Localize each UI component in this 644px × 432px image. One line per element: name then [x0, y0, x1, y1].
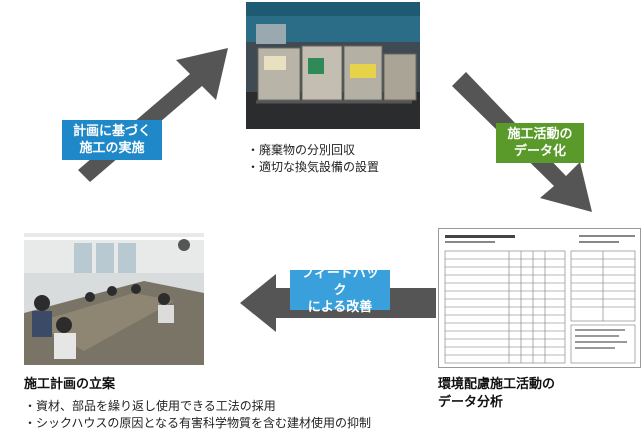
label-data-line1: 施工活動の [507, 127, 573, 142]
right-heading: 環境配慮施工活動の データ分析 [438, 376, 555, 412]
top-bullet-1: ・廃棄物の分別回収 [247, 143, 356, 157]
label-execute-to-data: 施工活動の データ化 [496, 123, 584, 163]
label-feedback: フィードバック による改善 [290, 266, 390, 315]
left-bullets: ・資材、部品を繰り返し使用できる工法の採用 ・シックハウスの原因となる有害科学物… [24, 398, 371, 432]
label-plan-line2: 施工の実施 [79, 141, 145, 156]
arrow-plan-to-execute [78, 48, 228, 182]
left-bullet-2: ・シックハウスの原因となる有害科学物質を含む建材使用の抑制 [24, 416, 372, 430]
top-bullet-2: ・適切な換気設備の設置 [247, 160, 380, 174]
left-heading: 施工計画の立案 [24, 377, 116, 392]
recycling-bins-illustration [246, 2, 420, 129]
label-plan-to-execute: 計画に基づく 施工の実施 [62, 120, 162, 160]
top-bullets: ・廃棄物の分別回収 ・適切な換気設備の設置 [247, 142, 379, 176]
data-sheet-illustration [444, 235, 636, 364]
label-data-line2: データ化 [513, 144, 566, 159]
label-plan-line1: 計画に基づく [72, 124, 151, 139]
label-feedback-line2: による改善 [307, 299, 373, 315]
right-heading-line2: データ分析 [438, 395, 504, 410]
recycling-bins-photo [246, 2, 420, 129]
meeting-room-photo [24, 233, 204, 365]
right-heading-line1: 環境配慮施工活動の [438, 377, 556, 392]
left-bullet-1: ・資材、部品を繰り返し使用できる工法の採用 [24, 399, 276, 413]
label-feedback-line1: フィードバック [301, 265, 379, 298]
data-sheet-document [438, 228, 641, 368]
meeting-room-illustration [24, 233, 204, 365]
